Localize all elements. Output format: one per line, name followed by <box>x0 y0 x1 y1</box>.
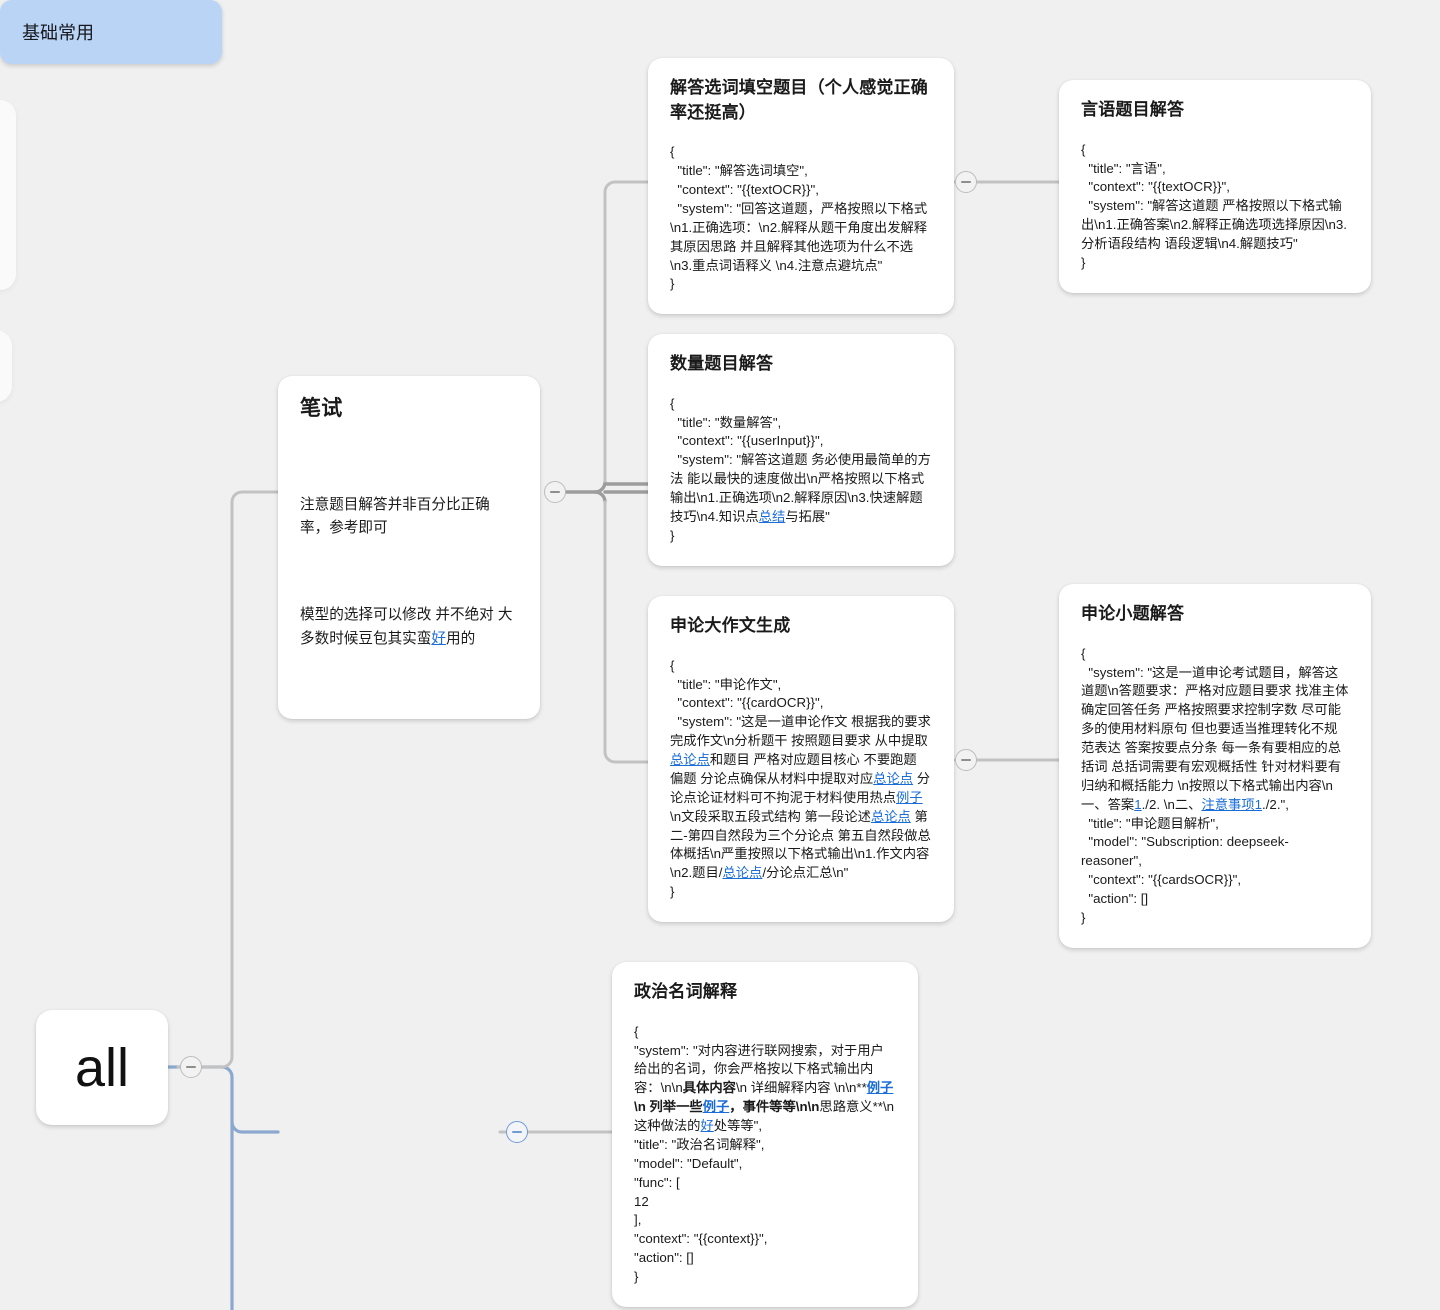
minus-icon <box>512 1131 522 1133</box>
node-bishi-body: 注意题目解答并非百分比正确率，参考即可 模型的选择可以修改 并不绝对 大多数时候… <box>300 446 518 698</box>
node-shenlun-essay[interactable]: 申论大作文生成 { "title": "申论作文", "context": "{… <box>648 596 954 923</box>
node-basic-common-label: 基础常用 <box>22 23 94 43</box>
node-yanyu-body: { "title": "言语", "context": "{{textOCR}}… <box>1081 141 1347 270</box>
minus-icon <box>961 759 971 761</box>
node-shuliang[interactable]: 数量题目解答 { "title": "数量解答", "context": "{{… <box>648 334 954 566</box>
toggle-cloze[interactable] <box>955 171 977 193</box>
node-yanyu-title: 言语题目解答 <box>1081 100 1185 119</box>
inline-link-3[interactable]: 例子 <box>867 1080 894 1095</box>
node-cloze-fill-in-title: 解答选词填空题目（个人感觉正确率还挺高） <box>670 78 928 122</box>
node-shuliang-link-zongjie[interactable]: 总结 <box>758 508 786 524</box>
node-shenlun-essay-title: 申论大作文生成 <box>670 616 791 635</box>
toggle-shenlun-big[interactable] <box>955 749 977 771</box>
node-bishi-paragraph-2: 模型的选择可以修改 并不绝对 大多数时候豆包其实蛮好用的 <box>300 604 518 651</box>
node-shenlun-short-answer-title: 申论小题解答 <box>1081 604 1185 623</box>
minus-icon <box>961 181 971 183</box>
offscreen-card-middle <box>0 330 12 402</box>
node-bishi-paragraph-1: 注意题目解答并非百分比正确率，参考即可 <box>300 496 490 537</box>
node-shuliang-body-part2: 与拓展" } <box>670 508 830 543</box>
toggle-bishi[interactable] <box>544 481 566 503</box>
minus-icon <box>186 1066 196 1068</box>
inline-link-3[interactable]: 注意事项1 <box>1201 796 1263 812</box>
toggle-basic[interactable] <box>506 1121 528 1143</box>
bold-run: 具体内容 <box>682 1080 736 1096</box>
node-politics-glossary-title: 政治名词解释 <box>634 982 738 1001</box>
node-shenlun-essay-body: { "title": "申论作文", "context": "{{cardOCR… <box>670 657 931 900</box>
node-shenlun-short-answer[interactable]: 申论小题解答 { "system": "这是一道申论考试题目，解答这道题\n答题… <box>1059 584 1371 948</box>
node-bishi-title: 笔试 <box>300 397 343 420</box>
node-bishi[interactable]: 笔试 注意题目解答并非百分比正确率，参考即可 模型的选择可以修改 并不绝对 大多… <box>278 376 540 719</box>
node-shenlun-short-answer-body: { "system": "这是一道申论考试题目，解答这道题\n答题要求：严格对应… <box>1081 645 1349 925</box>
bold-run: ，事件等等\n\n <box>729 1099 820 1115</box>
node-bishi-link-hao[interactable]: 好 <box>431 630 446 647</box>
inline-link-5[interactable]: 例子 <box>896 789 923 805</box>
bold-run: 例子 <box>702 1099 730 1115</box>
inline-link-1[interactable]: 总论点 <box>670 752 710 768</box>
node-shuliang-body: { "title": "数量解答", "context": "{{userInp… <box>670 395 932 546</box>
node-bishi-p2-suffix: 用的 <box>445 630 476 647</box>
node-cloze-fill-in[interactable]: 解答选词填空题目（个人感觉正确率还挺高） { "title": "解答选词填空"… <box>648 58 954 315</box>
inline-link-9[interactable]: 总论点 <box>722 865 763 881</box>
bold-run: 例子 <box>866 1080 894 1096</box>
node-bishi-p2-prefix: 模型的选择可以修改 并不绝对 大多数时候豆包其实蛮 <box>300 607 513 647</box>
toggle-root[interactable] <box>180 1056 202 1078</box>
bold-run: \n 列举一些 <box>634 1099 703 1115</box>
inline-link-7[interactable]: 总论点 <box>870 808 911 824</box>
root-node-all[interactable]: all <box>36 1010 168 1125</box>
root-node-label: all <box>74 1037 130 1098</box>
offscreen-card-top <box>0 100 16 290</box>
node-yanyu[interactable]: 言语题目解答 { "title": "言语", "context": "{{te… <box>1059 80 1371 293</box>
inline-link-3[interactable]: 总论点 <box>873 770 914 786</box>
node-politics-glossary[interactable]: 政治名词解释 { "system": "对内容进行联网搜索，对于用户给出的名词，… <box>612 962 918 1307</box>
node-basic-common[interactable]: 基础常用 <box>0 0 222 64</box>
minus-icon <box>550 491 560 493</box>
node-shuliang-title: 数量题目解答 <box>670 354 774 373</box>
inline-link-8[interactable]: 好 <box>700 1118 714 1134</box>
node-shuliang-body-part1: { "title": "数量解答", "context": "{{userInp… <box>670 395 931 524</box>
node-politics-glossary-body: { "system": "对内容进行联网搜索，对于用户给出的名词，你会严格按以下… <box>634 1023 898 1285</box>
inline-link-5[interactable]: 例子 <box>703 1099 730 1114</box>
node-cloze-fill-in-body: { "title": "解答选词填空", "context": "{{textO… <box>670 144 928 292</box>
inline-link-1[interactable]: 1 <box>1134 796 1142 812</box>
